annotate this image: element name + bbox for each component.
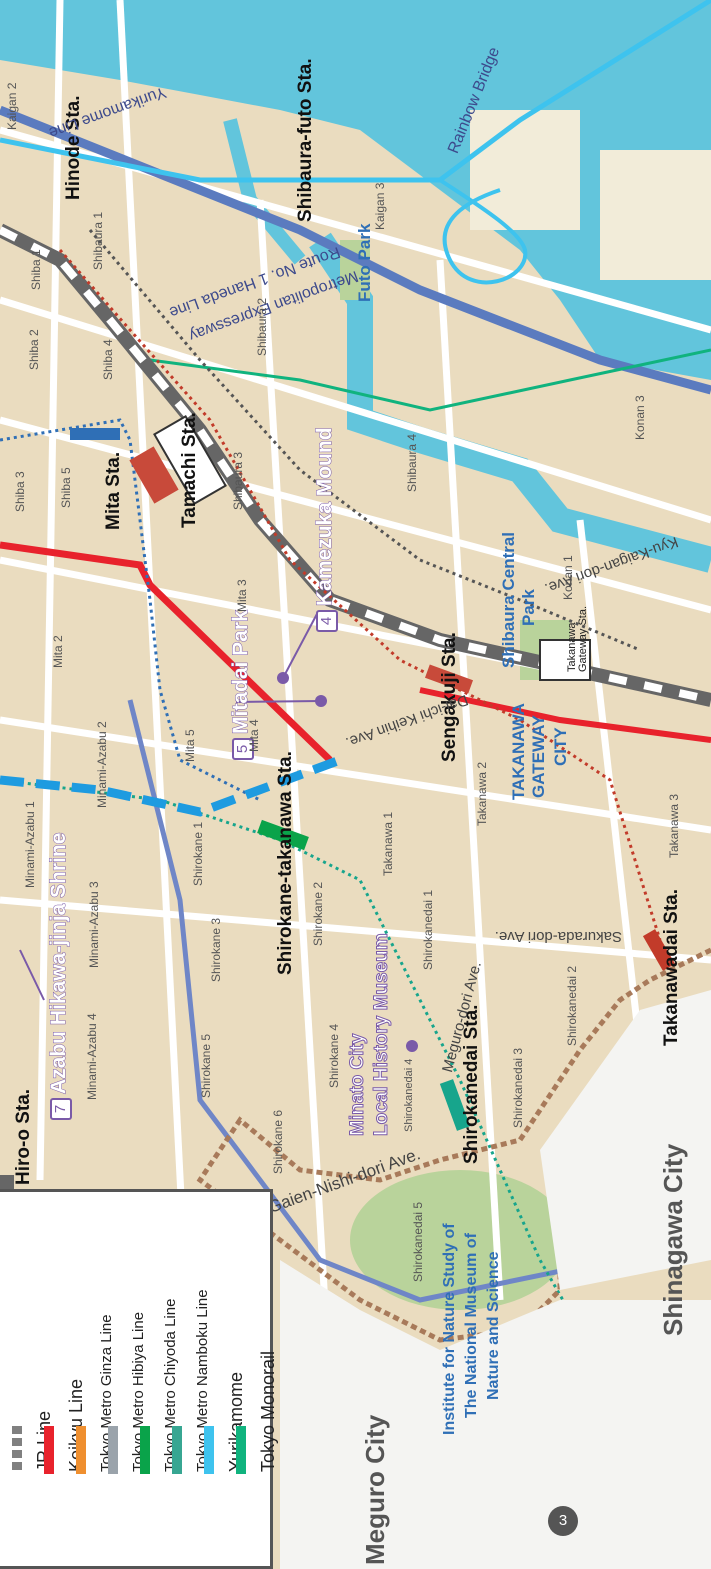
legend-item-hibiya: Tokyo Metro Hibiya Line	[102, 1192, 147, 1569]
page-number: 3	[548, 1506, 578, 1536]
museum-marker	[406, 1040, 418, 1052]
keikyu-line	[0, 541, 333, 763]
legend-swatch-ginza	[76, 1426, 86, 1474]
district-mita5: Mita 5	[183, 729, 197, 762]
label-sakurada: Sakurada-dori Ave.	[494, 928, 622, 945]
poi-hikawa-number: 7	[49, 1098, 72, 1120]
legend-item-monorail: Tokyo Monorail	[230, 1192, 278, 1569]
institute-park	[350, 1170, 570, 1310]
label-futo-park: Futo Park	[355, 223, 374, 302]
legend-label-monorail: Tokyo Monorail	[258, 1350, 278, 1472]
namboku-dashed	[0, 755, 342, 817]
poi-kamezuka-label: Kamezuka Mound	[313, 427, 337, 607]
district-minamiazabu2: Minami-Azabu 2	[95, 721, 109, 808]
station-hinode[interactable]: Hinode Sta.	[63, 95, 84, 200]
bay-water	[0, 0, 711, 380]
legend-item-namboku: Tokyo Metro Namboku Line	[166, 1192, 211, 1569]
expressway	[0, 105, 711, 395]
label-institute-2: The National Museum of	[463, 1233, 480, 1418]
label-shinagawa-city: Shinagawa City	[658, 1143, 688, 1336]
legend-item-ginza: Tokyo Metro Ginza Line	[70, 1192, 115, 1569]
label-shibaura-central-1: Shibaura Central	[499, 531, 518, 668]
poi-kamezuka-number: 4	[315, 610, 338, 632]
station-shibaura-futo[interactable]: Shibaura-futo Sta.	[295, 58, 316, 222]
district-shirokane5: Shirokane 5	[199, 1033, 213, 1098]
legend-item-yurikamome: Yurikamome	[198, 1192, 246, 1569]
poi-hikawa[interactable]: 7 Azabu Hikawa-jinja Shrine	[47, 832, 72, 1120]
district-shirokanedai2: Shirokanedai 2	[565, 965, 579, 1046]
legend-swatch-jr	[12, 1426, 22, 1474]
poi-mitadai-label: Mitadai Park	[229, 610, 253, 735]
station-shirokane-takanawa[interactable]: Shirokane-takanawa Sta.	[275, 751, 296, 975]
district-takanawa1: Takanawa 1	[381, 811, 395, 876]
district-takanawa3: Takanawa 3	[667, 793, 681, 858]
district-minamiazabu1: Minami-Azabu 1	[23, 801, 37, 888]
district-shirokane1: Shirokane 1	[191, 821, 205, 886]
district-mita4: Mita 4	[247, 719, 261, 752]
poi-museum-2[interactable]: Local History Museum	[371, 933, 393, 1137]
district-kaigan3: Kaigan 3	[373, 182, 387, 230]
label-institute-1: Institute for Nature Study of	[441, 1223, 458, 1435]
district-shirokanedai3: Shirokanedai 3	[511, 1047, 525, 1128]
district-mita3: Mita 3	[235, 579, 249, 612]
legend-swatch-keikyu	[44, 1426, 54, 1474]
legend-swatch-monorail	[236, 1426, 246, 1474]
district-shirokanedai4: Shirokanedai 4	[403, 1058, 415, 1132]
legend-swatch-namboku	[172, 1426, 182, 1474]
station-takanawa-gateway[interactable]: Takanawa Gateway Sta.	[566, 605, 589, 672]
label-takanawa-gateway-city-3: CITY	[551, 727, 570, 766]
label-meguro-city: Meguro City	[360, 1414, 390, 1565]
monorail-line	[149, 348, 711, 412]
district-shibaura3: Shibaura 3	[231, 451, 245, 510]
district-shirokanedai5: Shirokanedai 5	[411, 1201, 425, 1282]
station-mita[interactable]: Mita Sta.	[103, 451, 124, 530]
district-shiba2: Shiba 2	[27, 329, 41, 370]
district-minamiazabu4: Minami-Azabu 4	[85, 1013, 99, 1100]
legend-swatch-hibiya	[108, 1426, 118, 1474]
legend-item-jr: JR Line	[6, 1192, 54, 1569]
legend-item-chiyoda: Tokyo Metro Chiyoda Line	[134, 1192, 179, 1569]
district-shiba4: Shiba 4	[101, 339, 115, 380]
district-kaigan2: Kaigan 2	[5, 82, 19, 130]
district-shiba1: Shiba 1	[29, 249, 43, 290]
label-shibaura-central-2: Park	[519, 589, 538, 626]
district-shirokane2: Shirokane 2	[311, 881, 325, 946]
label-takanawa-gateway-city-2: GATEWAY	[529, 714, 548, 798]
station-takanawadai[interactable]: Takanawadai Sta.	[661, 889, 682, 1046]
district-konan1: Konan 1	[561, 555, 575, 600]
district-minamiazabu3: Minami-Azabu 3	[87, 881, 101, 968]
district-shiba5: Shiba 5	[59, 467, 73, 508]
poi-hikawa-label: Azabu Hikawa-jinja Shrine	[47, 832, 71, 1094]
district-mita2: Mita 2	[51, 635, 65, 668]
station-hiro-o[interactable]: Hiro-o Sta.	[13, 1088, 34, 1185]
legend-swatch-yurikamome	[204, 1426, 214, 1474]
district-shirokanedai1: Shirokanedai 1	[421, 889, 435, 970]
district-shibaura4: Shibaura 4	[405, 433, 419, 492]
legend-swatch-chiyoda	[140, 1426, 150, 1474]
legend: JR Line Keikyu Line Tokyo Metro Ginza Li…	[0, 1189, 278, 1569]
district-shiba3: Shiba 3	[13, 471, 27, 512]
label-takanawa-gateway-city-1: TAKANAWA	[509, 703, 528, 800]
poi-kamezuka[interactable]: 4 Kamezuka Mound	[313, 427, 338, 632]
district-shibaura2: Shibaura 2	[255, 297, 269, 356]
label-institute-3: Nature and Science	[485, 1251, 502, 1401]
district-shibaura1: Shibaura 1	[91, 211, 105, 270]
poi-museum-1[interactable]: Minato City	[347, 1033, 369, 1136]
district-shirokane6: Shirokane 6	[271, 1109, 285, 1174]
district-shirokane3: Shirokane 3	[209, 917, 223, 982]
station-tamachi[interactable]: Tamachi Sta.	[179, 412, 200, 528]
expressway-2	[127, 699, 711, 1303]
district-takanawa2: Takanawa 2	[475, 761, 489, 826]
district-shirokane4: Shirokane 4	[327, 1023, 341, 1088]
district-konan3: Konan 3	[633, 395, 647, 440]
legend-item-keikyu: Keikyu Line	[38, 1192, 86, 1569]
